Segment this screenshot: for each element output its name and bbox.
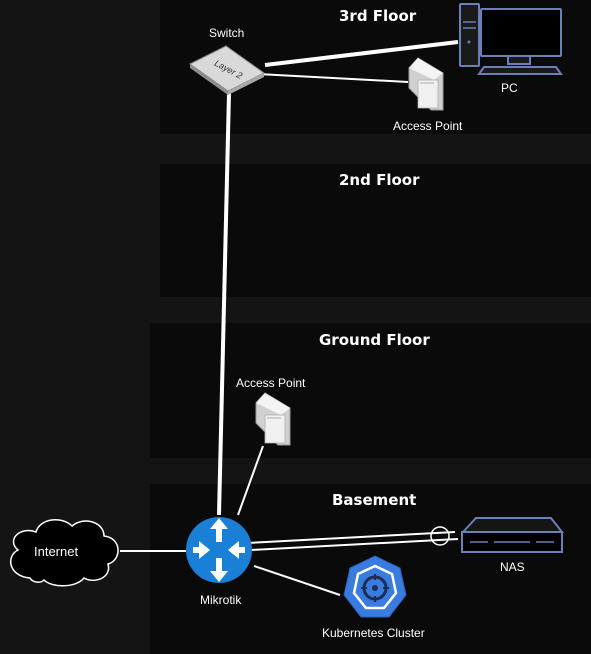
floor-title-2nd: 2nd Floor <box>339 171 420 189</box>
link-mikrotik-nas-a <box>247 531 456 544</box>
switch-icon[interactable]: Layer 2 <box>189 45 265 95</box>
mikrotik-label: Mikrotik <box>200 593 242 607</box>
floor-title-3rd: 3rd Floor <box>339 7 417 25</box>
access-point-3rd-icon[interactable] <box>408 57 444 111</box>
link-ap-ground-mikrotik <box>237 445 264 516</box>
internet-label: Internet <box>34 544 79 559</box>
kubernetes-label: Kubernetes Cluster <box>322 626 425 640</box>
pc-label: PC <box>501 81 518 95</box>
link-junction-marker <box>430 526 450 546</box>
pc-icon[interactable] <box>459 3 563 75</box>
link-switch-ap-3rd <box>257 73 409 83</box>
mikrotik-router-icon[interactable] <box>186 517 252 583</box>
nas-icon[interactable] <box>460 517 565 553</box>
link-switch-pc <box>264 40 459 67</box>
link-mikrotik-k8s <box>253 565 341 596</box>
nas-label: NAS <box>500 560 525 574</box>
links <box>120 40 459 596</box>
link-switch-mikrotik <box>217 92 231 516</box>
link-mikrotik-nas-b <box>250 538 459 551</box>
kubernetes-icon[interactable] <box>343 555 407 618</box>
access-point-ground-icon[interactable] <box>255 392 291 446</box>
access-point-ground-label: Access Point <box>236 376 306 390</box>
floor-2-zone <box>160 164 591 297</box>
access-point-3rd-label: Access Point <box>393 119 463 133</box>
floor-title-basement: Basement <box>332 491 417 509</box>
internet-cloud-icon[interactable] <box>9 519 119 587</box>
floor-title-ground: Ground Floor <box>319 331 430 349</box>
switch-label: Switch <box>209 26 245 40</box>
